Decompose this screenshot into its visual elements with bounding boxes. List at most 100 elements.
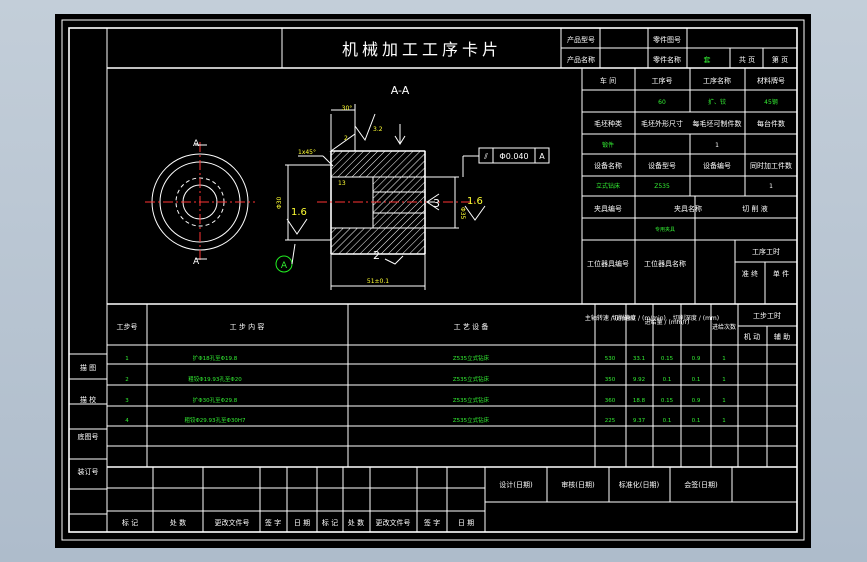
card-title: 机械加工工序卡片 (342, 40, 502, 59)
header-aux-time: 辅 助 (774, 332, 790, 341)
parts-per-unit-label: 每台件数 (757, 119, 785, 128)
right-dim: Φ35 (459, 207, 466, 220)
step-depth: 0.9 (692, 398, 701, 404)
part-name-label: 零件名称 (653, 55, 681, 64)
sig-sign-1: 签 字 (265, 518, 281, 527)
step-content: 扩Φ18孔至Φ19.8 (193, 354, 238, 362)
tolerance-value: Φ0.040 (499, 152, 528, 161)
op-no-label: 工序号 (652, 76, 673, 85)
side-binding-no: 装订号 (78, 467, 99, 476)
equipment-model-label: 设备型号 (648, 161, 676, 170)
drawing-sheet[interactable]: 机械加工工序卡片 产品型号 零件图号 产品名称 零件名称 套 共 页 第 页 车… (55, 14, 811, 548)
part-drawing-no-label: 零件图号 (653, 35, 681, 44)
sig-approve: 会签(日期) (684, 480, 718, 489)
step-cut: 18.8 (633, 398, 646, 404)
section-label: A-A (391, 84, 410, 97)
step-cut: 9.92 (633, 377, 645, 383)
section-mark-bottom: A (193, 257, 200, 267)
fixture-name-label: 夹具名称 (674, 204, 702, 213)
step-content: 粗铰Φ29.93孔至Φ30H7 (184, 416, 246, 424)
roughness-top: 3.2 (373, 126, 383, 133)
header-feed: 进给量 / (mm/r) (645, 318, 690, 326)
op-name-label: 工序名称 (703, 76, 731, 85)
step-speed: 350 (605, 377, 616, 383)
sig-sign-2: 签 字 (424, 518, 440, 527)
step-feed: 0.15 (661, 356, 674, 362)
step-cut: 9.37 (633, 418, 646, 424)
step-feed: 0.1 (663, 418, 672, 424)
equipment-name-label: 设备名称 (594, 161, 622, 170)
op-no-value: 60 (658, 99, 666, 106)
step-speed: 360 (605, 398, 616, 404)
process-card-drawing: 机械加工工序卡片 产品型号 零件图号 产品名称 零件名称 套 共 页 第 页 车… (61, 19, 805, 541)
concurrent-parts-value: 1 (769, 183, 773, 190)
step-depth: 0.1 (692, 418, 701, 424)
roughness-right: 1.6 (467, 196, 483, 207)
blanks-per-part-label: 每毛坯可制件数 (693, 119, 742, 128)
sig-mark-1: 标 记 (122, 518, 138, 527)
station-tool-name-label: 工位器具名称 (644, 259, 686, 268)
header-passes: 进给次数 (712, 323, 736, 331)
step-feed: 0.1 (663, 377, 672, 383)
step-content: 粗铰Φ19.93孔至Φ20 (188, 375, 242, 383)
header-equipment: 工 艺 设 备 (454, 322, 489, 331)
header-step-no: 工步号 (117, 323, 138, 331)
datum-circle: A (281, 261, 288, 271)
equipment-name-value: 立式钻床 (596, 182, 620, 190)
side-proofread: 描 校 (80, 395, 96, 404)
sig-change-doc-2: 更改文件号 (376, 518, 411, 527)
outer-border (61, 19, 805, 541)
equipment-model-value: Z535 (654, 183, 670, 190)
step-equipment: Z535立式钻床 (453, 375, 490, 383)
process-info-table: 车 间 工序号 工序名称 材料牌号 60 扩、铰 45钢 毛坯种类 毛坯外形尺寸… (581, 68, 797, 304)
material-value: 45钢 (764, 98, 778, 106)
edge-chamfer: 1x45° (298, 149, 316, 156)
sig-count-2: 处 数 (348, 518, 364, 527)
product-name-label: 产品名称 (567, 55, 595, 64)
product-model-label: 产品型号 (567, 35, 595, 44)
inner-dim: 13 (338, 180, 346, 187)
left-dim: Φ30 (276, 196, 283, 209)
part-drawing: A A A-A 30° 2 3.2 (145, 84, 550, 290)
bottom-mark: 2 (373, 249, 380, 262)
section-mark-top: A (193, 139, 200, 149)
fixture-name-value: 专用夹具 (655, 226, 675, 233)
chamfer-size: 2 (344, 135, 348, 142)
total-pages-label: 共 页 (739, 55, 755, 64)
sig-count-1: 处 数 (170, 518, 186, 527)
unit-time-label: 单 件 (773, 269, 789, 278)
blank-size-label: 毛坯外形尺寸 (641, 119, 683, 128)
fixture-no-label: 夹具编号 (594, 204, 622, 213)
blank-type-label: 毛坯种类 (594, 119, 622, 128)
step-no: 2 (125, 377, 129, 383)
side-strip: 描 图 描 校 底图号 装订号 (69, 353, 107, 515)
section-view: A-A 30° 2 3.2 1x45° (275, 84, 550, 290)
step-no: 3 (125, 398, 129, 404)
equipment-no-label: 设备编号 (703, 161, 731, 170)
roughness-left: 1.6 (291, 207, 307, 218)
chamfer-angle: 30° (342, 105, 353, 112)
sig-design: 设计(日期) (499, 480, 533, 489)
blanks-per-part-value: 1 (715, 142, 719, 149)
side-trace: 描 图 (80, 363, 96, 372)
title-block: 机械加工工序卡片 产品型号 零件图号 产品名称 零件名称 套 共 页 第 页 (107, 28, 797, 69)
steps-table: 工步号 工 步 内 容 工 艺 设 备 主轴转速 / (r/min) 切削速度 … (107, 303, 797, 468)
header-spindle-speed: 主轴转速 / (r/min) (585, 314, 635, 322)
step-passes: 1 (722, 356, 726, 362)
end-view: A A (145, 139, 255, 267)
op-name-value: 扩、铰 (708, 98, 726, 106)
side-base-no: 底图号 (78, 432, 99, 441)
step-depth: 0.1 (692, 377, 701, 383)
op-time-label: 工序工时 (752, 247, 780, 256)
step-no: 1 (125, 356, 129, 362)
inner-border (68, 27, 798, 533)
length-dim: 51±0.1 (367, 278, 389, 285)
header-machine-time: 机 动 (744, 332, 760, 341)
material-label: 材料牌号 (757, 76, 785, 85)
station-tool-no-label: 工位器具编号 (587, 259, 629, 268)
